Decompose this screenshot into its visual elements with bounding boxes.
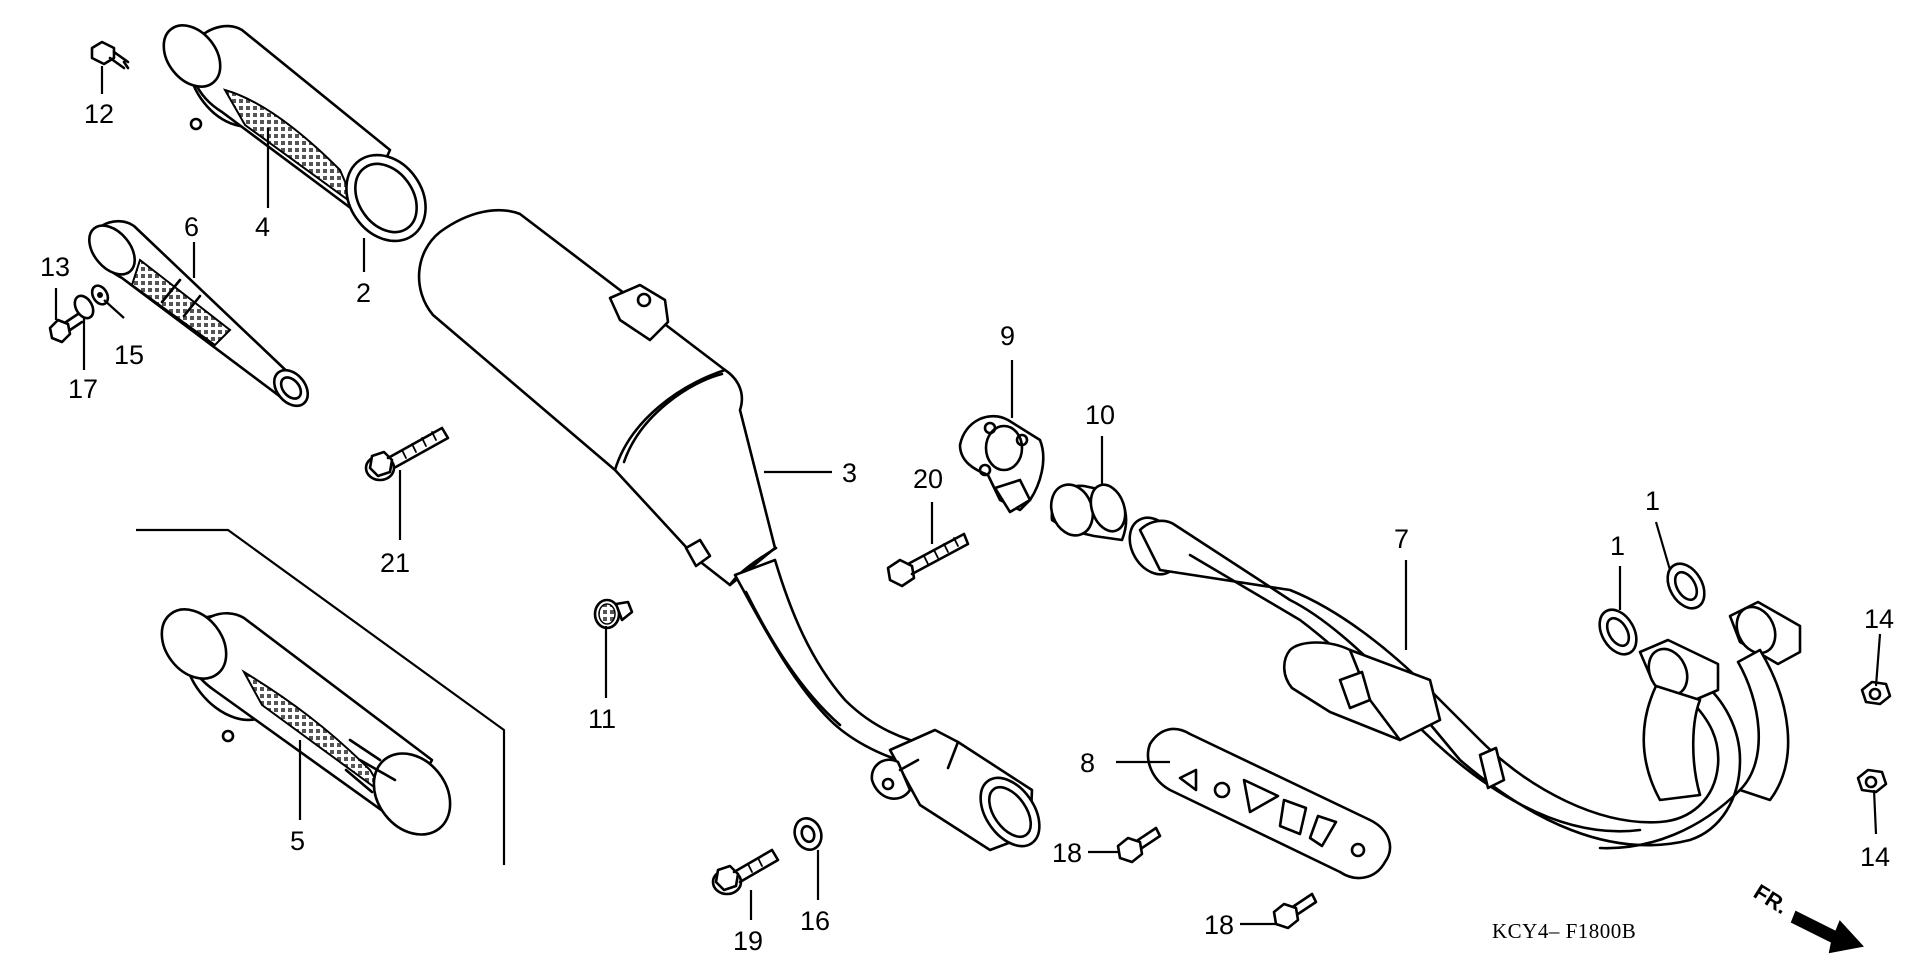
callouts: 12 4 2 6 13 15 17 21 3 9 10 20 7 1 1 14 … xyxy=(40,99,1894,956)
nut-14a xyxy=(1860,680,1892,706)
frame-outline xyxy=(136,528,506,865)
gasket-10 xyxy=(1049,483,1128,542)
silencer-insert-4 xyxy=(162,24,427,243)
front-label: FR. xyxy=(1749,879,1792,919)
exhaust-pipe-7 xyxy=(1128,516,1802,850)
callout-16: 16 xyxy=(800,906,830,936)
callout-3: 3 xyxy=(842,458,857,488)
callout-19: 19 xyxy=(733,926,763,956)
callout-9: 9 xyxy=(1000,321,1015,351)
callout-17: 17 xyxy=(68,374,98,404)
gasket-1b xyxy=(1666,562,1706,610)
front-indicator: FR. xyxy=(1749,879,1864,954)
tail-pipe-6 xyxy=(88,219,310,408)
washer-16 xyxy=(793,817,823,851)
callout-15: 15 xyxy=(114,340,144,370)
callout-14a: 14 xyxy=(1864,604,1894,634)
nut-14b xyxy=(1856,768,1888,794)
bolt-18a xyxy=(1116,826,1162,864)
bolt-12 xyxy=(90,40,130,70)
callout-14b: 14 xyxy=(1860,842,1890,872)
flange-bolt-21 xyxy=(364,426,450,482)
gasket-1a xyxy=(1598,608,1638,656)
callout-2: 2 xyxy=(356,278,371,308)
callout-5: 5 xyxy=(290,826,305,856)
callout-18a: 18 xyxy=(1052,838,1082,868)
callout-8: 8 xyxy=(1080,748,1095,778)
bolt-19 xyxy=(711,848,780,896)
callout-10: 10 xyxy=(1085,400,1115,430)
drawing-code: KCY4– F1800B xyxy=(1492,919,1636,943)
heat-protector-8 xyxy=(1146,727,1392,880)
callout-7: 7 xyxy=(1394,524,1409,554)
bolt-20 xyxy=(886,532,970,588)
rubber-11 xyxy=(593,598,634,630)
clamp-9 xyxy=(958,414,1045,514)
front-arrow-icon xyxy=(1790,910,1864,954)
callout-4: 4 xyxy=(255,212,270,242)
callout-11: 11 xyxy=(588,704,616,734)
muffler-3 xyxy=(417,208,1041,852)
callout-20: 20 xyxy=(913,464,943,494)
bolt-13 xyxy=(48,312,84,344)
callout-13: 13 xyxy=(40,252,70,282)
silencer-insert-5 xyxy=(160,608,452,836)
leader-lines xyxy=(54,66,1882,926)
callout-21: 21 xyxy=(380,548,410,578)
callout-18b: 18 xyxy=(1204,910,1234,940)
callout-12: 12 xyxy=(84,99,114,129)
callout-1a: 1 xyxy=(1610,531,1625,561)
callout-1b: 1 xyxy=(1645,486,1660,516)
washer-15 xyxy=(90,284,110,306)
lock-washer-17 xyxy=(73,294,95,320)
bolt-18b xyxy=(1272,892,1318,930)
callout-6: 6 xyxy=(184,212,199,242)
